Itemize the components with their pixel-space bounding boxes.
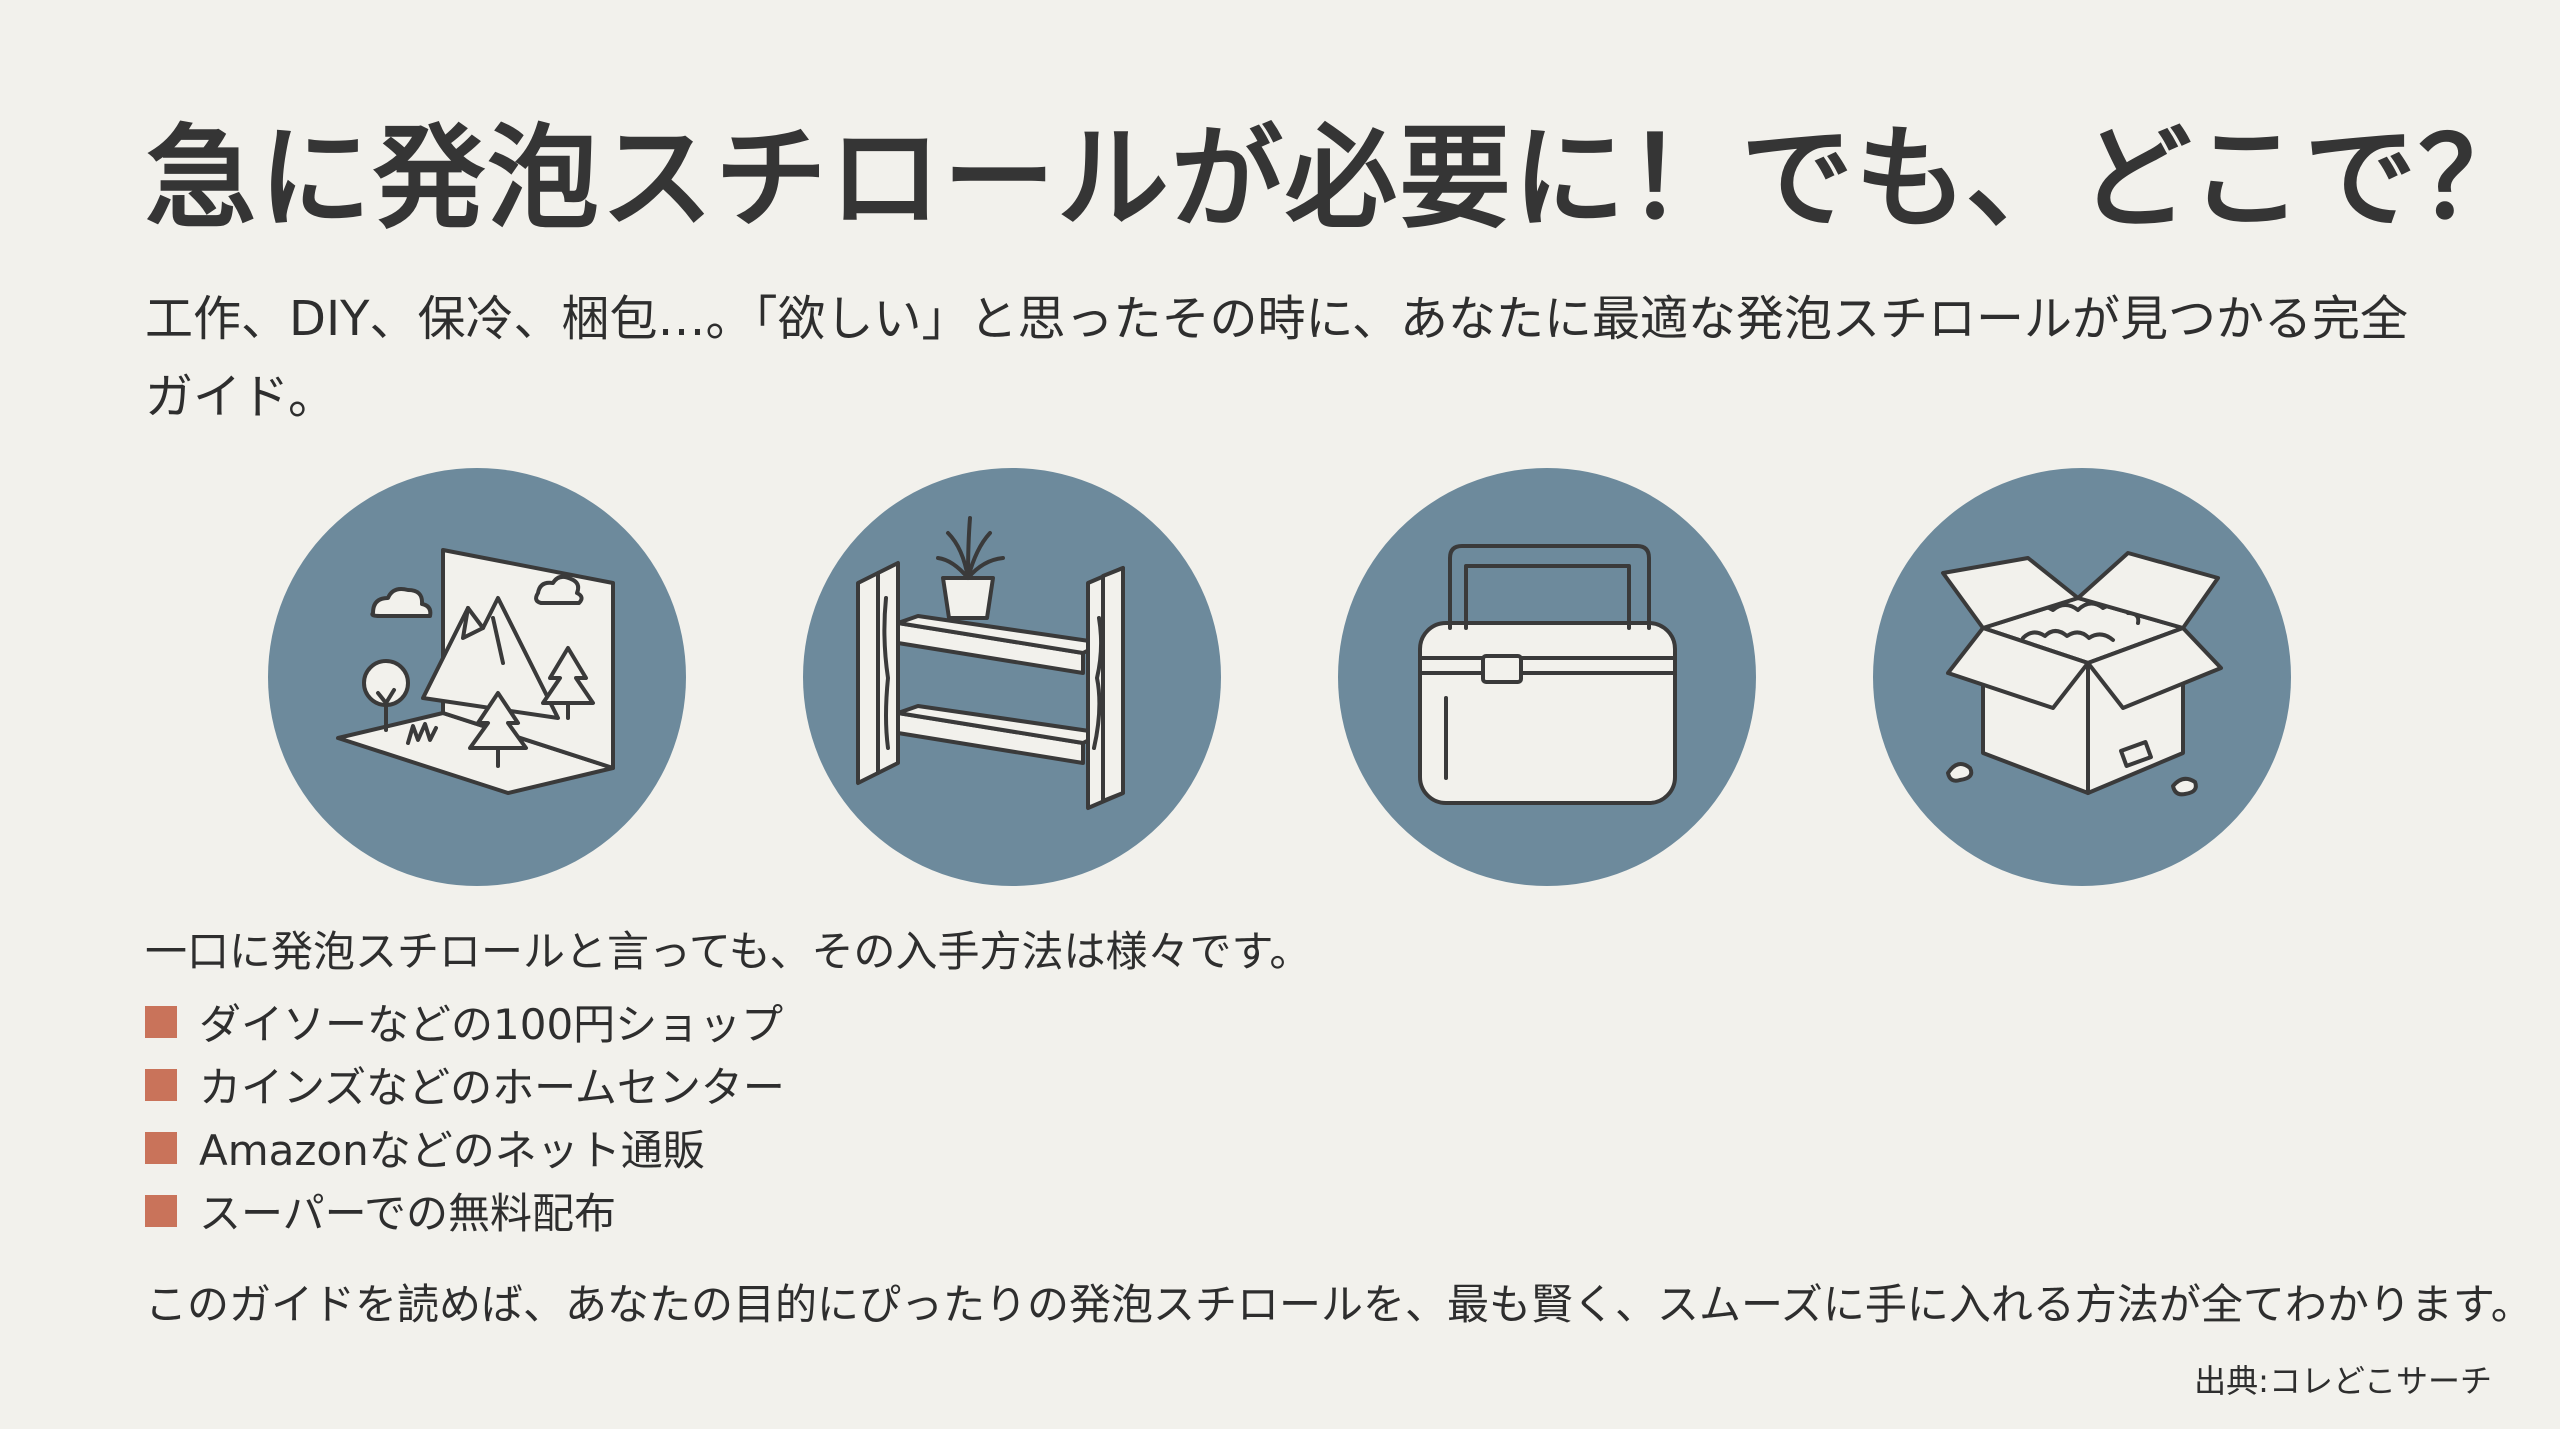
diorama-craft-icon xyxy=(268,468,686,886)
method-label: Amazonなどのネット通販 xyxy=(199,1126,705,1175)
list-item: Amazonなどのネット通販 xyxy=(145,1116,785,1179)
cooler-box-icon xyxy=(1338,468,1756,886)
square-bullet-icon xyxy=(145,1131,177,1164)
square-bullet-icon xyxy=(145,1005,177,1038)
method-label: スーパーでの無料配布 xyxy=(199,1189,617,1238)
method-label: カインズなどのホームセンター xyxy=(199,1063,785,1112)
packing-box-icon xyxy=(1873,468,2291,886)
methods-list: ダイソーなどの100円ショップ カインズなどのホームセンター Amazonなどの… xyxy=(145,990,785,1242)
list-item: カインズなどのホームセンター xyxy=(145,1053,785,1116)
list-item: スーパーでの無料配布 xyxy=(145,1179,785,1242)
icon-row xyxy=(268,468,2291,888)
page-title: 急に発泡スチロールが必要に！でも、どこで？ xyxy=(145,114,2533,244)
page-subtitle: 工作、DIY、保冷、梱包…。「欲しい」と思ったその時に、あなたに最適な発泡スチロ… xyxy=(145,291,2409,425)
method-label: ダイソーなどの100円ショップ xyxy=(199,1000,784,1049)
conclusion-text: このガイドを読めば、あなたの目的にぴったりの発泡スチロールを、最も賢く、スムーズ… xyxy=(145,1280,2533,1329)
square-bullet-icon xyxy=(145,1194,177,1227)
list-item: ダイソーなどの100円ショップ xyxy=(145,990,785,1053)
source-credit: 出典:コレどこサーチ xyxy=(2194,1362,2492,1400)
wooden-shelf-icon xyxy=(803,468,1221,886)
square-bullet-icon xyxy=(145,1068,177,1101)
intro-text: 一口に発泡スチロールと言っても、その入手方法は様々です。 xyxy=(145,927,1312,976)
